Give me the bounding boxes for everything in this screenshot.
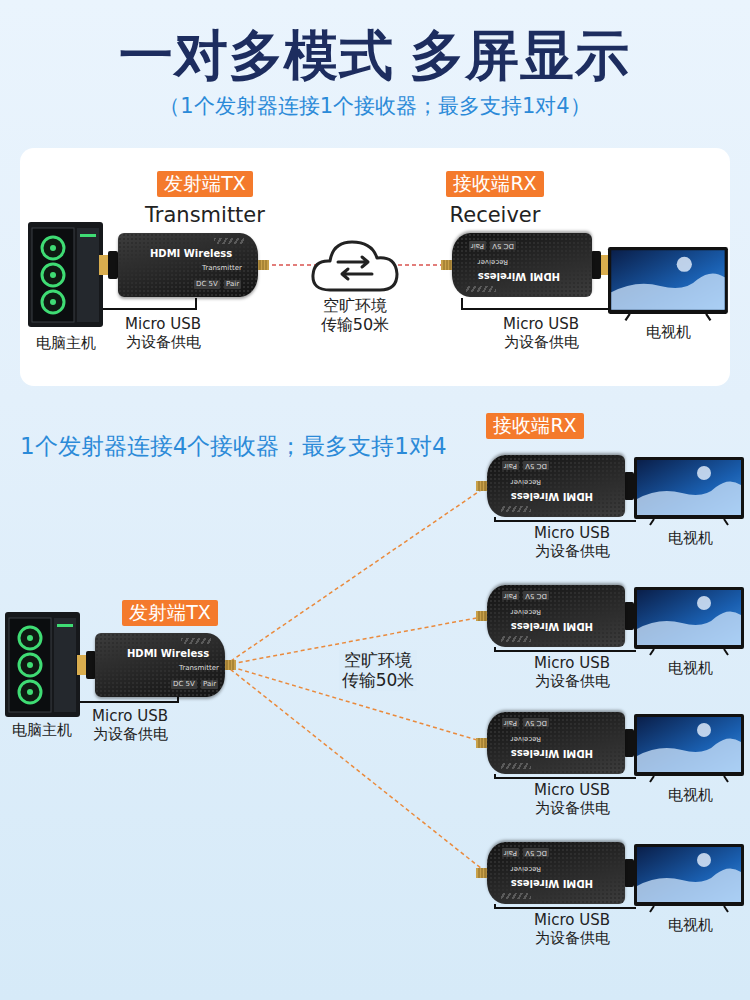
device-model: Transmitter — [179, 664, 219, 672]
transceiver-device: HDMI Wireless Receiver DC 5V Pair — [487, 712, 625, 774]
transceiver-device: HDMI WirelessTransmitter DC 5V Pair — [95, 633, 225, 697]
port-label: DC 5V — [523, 848, 549, 857]
port-label: Pair — [502, 848, 519, 857]
device-model: Receiver — [511, 735, 541, 743]
transceiver-device: HDMI Wireless Receiver DC 5V Pair — [487, 842, 625, 904]
hdmi-plug — [99, 251, 118, 279]
tag-text: 接收端RX — [493, 414, 576, 438]
port-label: DC 5V — [490, 241, 516, 250]
port-label: DC 5V — [194, 280, 220, 289]
tag-text: 发射端TX — [129, 601, 211, 625]
port-label: DC 5V — [171, 680, 197, 689]
tag-text: 接收端RX — [453, 172, 536, 196]
power-note: Micro USB 为设备供电 — [522, 654, 622, 690]
tv-label: 电视机 — [668, 529, 713, 547]
power-note: Micro USB 为设备供电 — [522, 524, 622, 560]
usb-cable — [495, 904, 636, 908]
section-heading: 1个发射器连接4个接收器；最多支持1对4 — [20, 433, 447, 461]
tv-icon — [634, 844, 744, 912]
port-label: DC 5V — [523, 461, 549, 470]
vent-ridges — [501, 636, 531, 642]
usb-cable — [495, 517, 636, 521]
wireless-link — [225, 665, 487, 873]
device-brand: HDMI Wireless — [127, 648, 209, 660]
port-label: DC 5V — [523, 718, 549, 727]
vent-ridges — [214, 238, 244, 244]
transceiver-device: HDMI Wireless Receiver DC 5V Pair — [452, 233, 592, 297]
exchange-arrow — [338, 257, 368, 267]
power-note: Micro USB 为设备供电 — [522, 911, 622, 947]
device-model: Receiver — [511, 865, 541, 873]
device-model: Receiver — [511, 478, 541, 486]
power-note: Micro USB 为设备供电 — [491, 315, 591, 351]
port-label: Pair — [502, 591, 519, 600]
hdmi-plug — [591, 251, 610, 279]
port-label: DC 5V — [523, 591, 549, 600]
tag-box: 接收端RX — [446, 171, 543, 197]
tag-box: 发射端TX — [122, 600, 218, 626]
usb-cable — [462, 298, 608, 309]
device-brand: HDMI Wireless — [511, 747, 593, 759]
port-label: Pair — [469, 241, 486, 250]
transceiver-device: HDMI Wireless Receiver DC 5V Pair — [487, 585, 625, 647]
tv-label: 电视机 — [668, 916, 713, 934]
pc-label: 电脑主机 — [12, 721, 72, 739]
device-brand: HDMI Wireless — [478, 270, 560, 282]
power-note: Micro USB 为设备供电 — [113, 315, 213, 351]
device-brand: HDMI Wireless — [511, 620, 593, 632]
exchange-arrow — [342, 269, 372, 279]
usb-cable — [495, 647, 636, 651]
transceiver-device: HDMI Wireless Receiver DC 5V Pair — [487, 455, 625, 517]
device-brand: HDMI Wireless — [150, 248, 232, 260]
usb-cable — [103, 298, 196, 309]
device-model: Transmitter — [202, 264, 242, 272]
subtitle: （1个发射器连接1个接收器；最多支持1对4） — [159, 94, 590, 119]
hdmi-plug — [77, 651, 96, 679]
pc-tower — [5, 612, 80, 717]
pc-label: 电脑主机 — [36, 334, 96, 352]
tv-icon — [634, 457, 744, 525]
device-brand: HDMI Wireless — [511, 877, 593, 889]
port-label: Pair — [224, 280, 241, 289]
antenna-connector — [224, 660, 236, 670]
device-model: Receiver — [478, 258, 508, 266]
tag-box: 接收端RX — [486, 413, 583, 439]
device-role: Receiver — [450, 203, 541, 228]
device-brand: HDMI Wireless — [511, 490, 593, 502]
antenna-connector — [257, 260, 269, 270]
usb-cable — [80, 697, 178, 702]
vent-ridges — [466, 286, 496, 292]
tv-label: 电视机 — [668, 659, 713, 677]
tag-box: 发射端TX — [157, 171, 253, 197]
wireless-link — [225, 486, 487, 665]
transceiver-device: HDMI WirelessTransmitter DC 5V Pair — [118, 233, 258, 297]
cloud-icon — [313, 242, 397, 290]
device-role: Transmitter — [145, 203, 265, 228]
device-model: Receiver — [511, 608, 541, 616]
page-title: 一对多模式 多屏显示 — [119, 24, 630, 86]
tv-icon — [634, 714, 744, 782]
port-label: Pair — [201, 680, 218, 689]
range-note: 空旷环境 传输50米 — [339, 650, 418, 691]
range-note: 空旷环境 传输50米 — [321, 296, 389, 334]
tv-label: 电视机 — [668, 786, 713, 804]
tv-label: 电视机 — [646, 323, 691, 341]
tv-icon — [608, 247, 728, 320]
power-note: Micro USB 为设备供电 — [522, 781, 622, 817]
usb-cable — [495, 774, 636, 778]
vent-ridges — [501, 506, 531, 512]
tv-icon — [634, 587, 744, 655]
vent-ridges — [181, 638, 211, 644]
port-label: Pair — [502, 718, 519, 727]
vent-ridges — [501, 893, 531, 899]
pc-tower — [28, 222, 103, 327]
port-label: Pair — [502, 461, 519, 470]
power-note: Micro USB 为设备供电 — [80, 707, 180, 743]
tag-text: 发射端TX — [164, 172, 246, 196]
vent-ridges — [501, 763, 531, 769]
